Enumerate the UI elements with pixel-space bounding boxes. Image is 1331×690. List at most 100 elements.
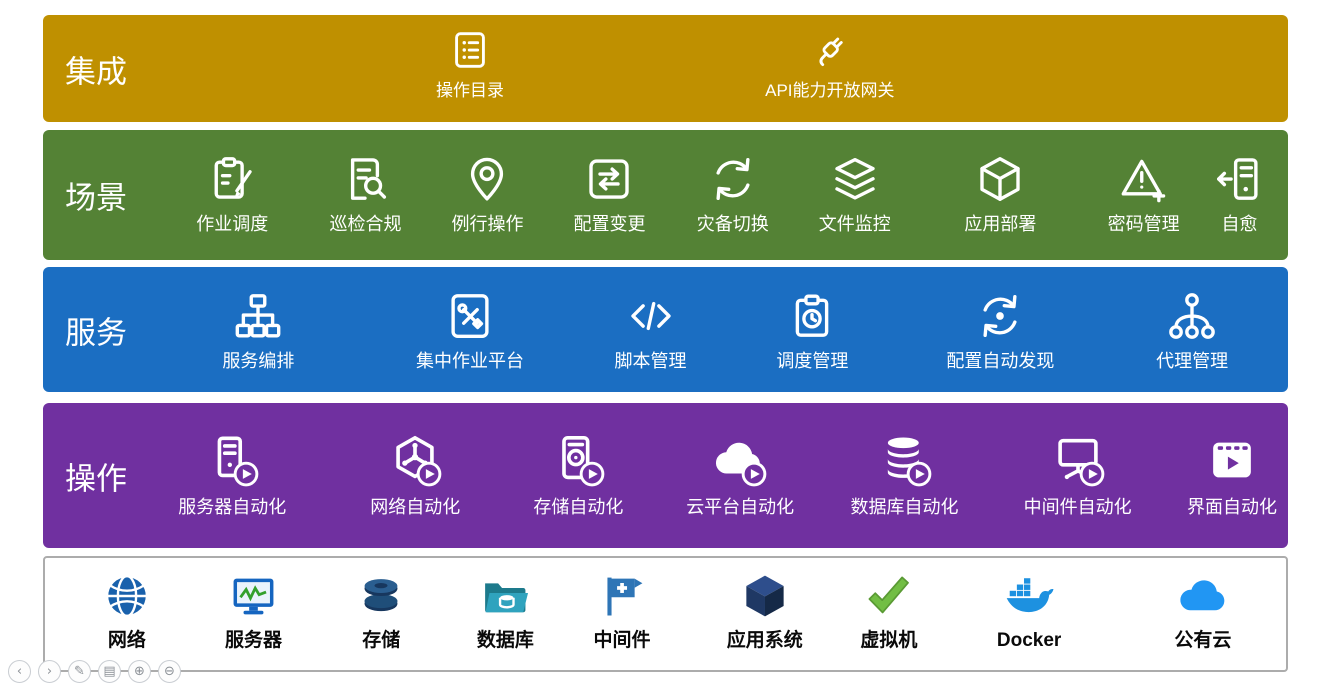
item-resource-network: 网络	[101, 570, 153, 652]
job-scheduling-icon	[205, 152, 259, 206]
item-label: 例行操作	[451, 214, 524, 234]
item-label: 服务器	[224, 630, 282, 651]
catalog-icon	[447, 27, 493, 73]
routine-operation-icon	[460, 152, 514, 206]
item-file-monitor: 文件监控	[819, 152, 891, 235]
item-self-heal: 自愈	[1212, 152, 1266, 235]
item-database-automation: 数据库自动化	[851, 431, 959, 518]
vm-check-icon	[863, 570, 915, 622]
item-label: Docker	[996, 630, 1062, 651]
item-label: 数据库自动化	[850, 497, 959, 517]
item-label: 服务编排	[222, 351, 295, 371]
item-label: 作业调度	[196, 214, 269, 234]
item-config-discovery: 配置自动发现	[946, 289, 1054, 372]
config-discovery-icon	[973, 289, 1027, 343]
item-label: 密码管理	[1107, 214, 1180, 234]
item-app-deploy: 应用部署	[964, 152, 1036, 235]
band-operation: 操作 服务器自动化 网络自动化 存储自动化 云平台自动化 数据库自动化 中间件自…	[43, 403, 1288, 548]
item-cloud-automation: 云平台自动化	[686, 431, 794, 518]
item-label: 界面自动化	[1186, 497, 1277, 517]
item-label: 公有云	[1174, 630, 1232, 651]
band-integration-label: 集成	[65, 54, 127, 89]
network-automation-icon	[386, 431, 444, 489]
file-monitor-icon	[828, 152, 882, 206]
agent-mgmt-icon	[1165, 289, 1219, 343]
item-label: 集中作业平台	[416, 351, 525, 371]
app-system-cube-icon	[739, 570, 791, 622]
cloud-automation-icon	[711, 431, 769, 489]
item-api-gateway: API能力开放网关	[765, 27, 895, 101]
central-job-platform-icon	[443, 289, 497, 343]
band-scenario: 场景 作业调度 巡检合规 例行操作 配置变更 灾备切换 文件监控 应用部署	[43, 130, 1288, 260]
item-storage-automation: 存储自动化	[533, 431, 623, 518]
item-ui-automation: 界面自动化	[1187, 431, 1277, 518]
item-schedule-mgmt: 调度管理	[776, 289, 848, 372]
item-resource-storage: 存储	[355, 570, 407, 652]
item-resource-server: 服务器	[225, 570, 282, 652]
item-resource-public-cloud: 公有云	[1174, 570, 1231, 652]
item-inspection-compliance: 巡检合规	[329, 152, 401, 235]
database-automation-icon	[876, 431, 934, 489]
password-mgmt-icon	[1117, 152, 1171, 206]
item-central-job-platform: 集中作业平台	[416, 289, 524, 372]
disaster-switch-icon	[706, 152, 760, 206]
item-label: 服务器自动化	[178, 497, 287, 517]
item-resource-app-system: 应用系统	[727, 570, 803, 652]
item-resource-middleware: 中间件	[594, 570, 651, 652]
server-monitor-icon	[227, 570, 279, 622]
band-resources: 网络 服务器 存储 数据库 中间件 应用系统 虚拟机 Docker	[43, 556, 1288, 672]
storage-automation-icon	[549, 431, 607, 489]
item-label: 应用系统	[726, 630, 803, 651]
public-cloud-icon	[1177, 570, 1229, 622]
item-label: 文件监控	[818, 214, 891, 234]
item-label: 存储自动化	[533, 497, 624, 517]
ui-automation-icon	[1203, 431, 1261, 489]
database-folder-icon	[479, 570, 531, 622]
item-label: 中间件	[593, 630, 651, 651]
slide-menu-button[interactable]: ▤	[98, 660, 121, 683]
item-agent-mgmt: 代理管理	[1156, 289, 1228, 372]
item-label: 网络	[107, 630, 146, 651]
zoom-in-button[interactable]: ⊕	[128, 660, 151, 683]
item-routine-operation: 例行操作	[451, 152, 523, 235]
pen-tool-button[interactable]: ✎	[68, 660, 91, 683]
self-heal-icon	[1212, 152, 1266, 206]
middleware-flag-icon	[596, 570, 648, 622]
app-deploy-icon	[973, 152, 1027, 206]
item-operation-catalog: 操作目录	[436, 27, 504, 101]
item-label: 虚拟机	[860, 630, 918, 651]
script-mgmt-icon	[624, 289, 678, 343]
item-label: 脚本管理	[614, 351, 687, 371]
item-job-scheduling: 作业调度	[196, 152, 268, 235]
item-resource-vm: 虚拟机	[860, 570, 917, 652]
band-service-label: 服务	[65, 315, 127, 350]
item-label: 巡检合规	[329, 214, 402, 234]
item-password-mgmt: 密码管理	[1108, 152, 1180, 235]
band-service: 服务 服务编排 集中作业平台 脚本管理 调度管理 配置自动发现 代理管理	[43, 267, 1288, 392]
item-label: API能力开放网关	[765, 81, 895, 100]
schedule-mgmt-icon	[785, 289, 839, 343]
band-integration: 集成 操作目录 API能力开放网关	[43, 15, 1288, 122]
zoom-out-button[interactable]: ⊖	[158, 660, 181, 683]
prev-slide-button[interactable]: ‹	[8, 660, 31, 683]
band-operation-label: 操作	[65, 461, 127, 496]
item-network-automation: 网络自动化	[370, 431, 460, 518]
item-service-orchestration: 服务编排	[222, 289, 294, 372]
item-label: 云平台自动化	[686, 497, 795, 517]
item-label: 中间件自动化	[1023, 497, 1132, 517]
middleware-automation-icon	[1049, 431, 1107, 489]
item-label: 代理管理	[1156, 351, 1229, 371]
item-label: 应用部署	[964, 214, 1037, 234]
item-label: 灾备切换	[696, 214, 769, 234]
next-slide-button[interactable]: ›	[38, 660, 61, 683]
item-config-change: 配置变更	[573, 152, 645, 235]
item-resource-docker: Docker	[997, 570, 1061, 652]
slideshow-controls: ‹ › ✎ ▤ ⊕ ⊖	[8, 660, 181, 683]
item-label: 自愈	[1221, 214, 1258, 234]
item-resource-database: 数据库	[477, 570, 534, 652]
network-globe-icon	[101, 570, 153, 622]
docker-whale-icon	[1003, 570, 1055, 622]
item-label: 存储	[362, 630, 401, 651]
item-label: 网络自动化	[370, 497, 461, 517]
item-script-mgmt: 脚本管理	[615, 289, 687, 372]
